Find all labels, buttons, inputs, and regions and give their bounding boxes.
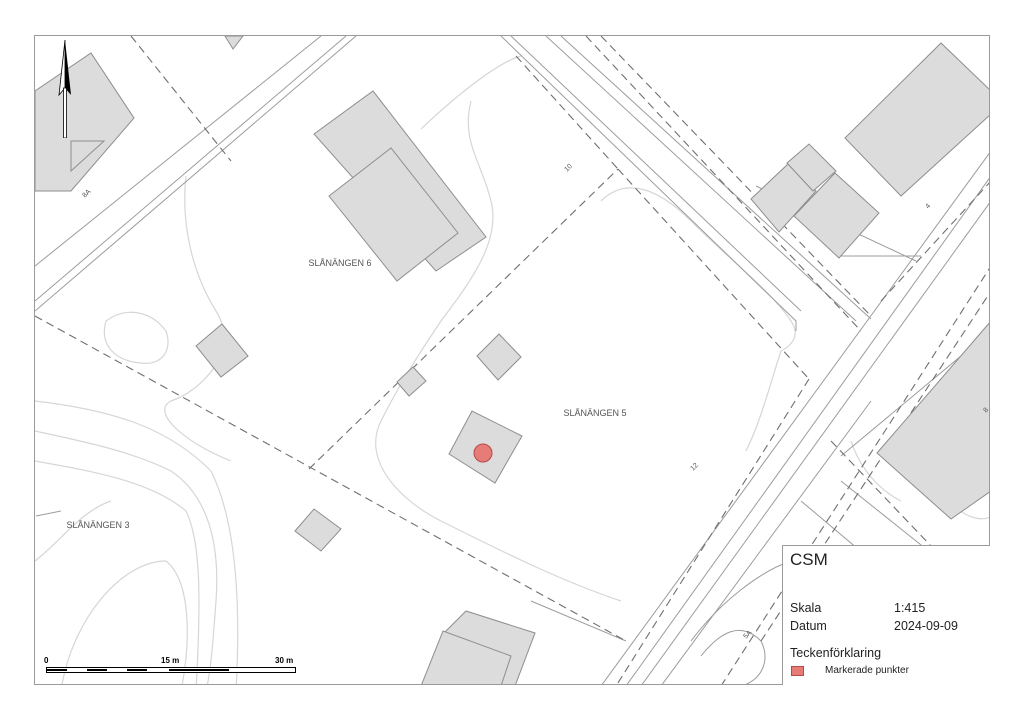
legend-box: CSM Skala 1:415 Datum 2024-09-09 Teckenf…	[782, 545, 990, 685]
legend-title: CSM	[790, 550, 828, 569]
buildings	[35, 36, 989, 684]
north-arrow-icon	[58, 40, 71, 138]
parcel-label-slanangen-6: SLÅNÄNGEN 6	[308, 258, 371, 268]
address-number-4: 4	[924, 203, 932, 211]
address-number-12: 12	[689, 462, 700, 473]
address-number-8: 8	[982, 407, 990, 415]
address-number-8a: 8A	[81, 188, 92, 199]
date-value: 2024-09-09	[894, 619, 958, 633]
scale-bar-label-0: 0	[44, 656, 49, 665]
terrain-lines	[35, 55, 989, 684]
map-frame[interactable]: SLÅNÄNGEN 6 SLÅNÄNGEN 5 SLÅNÄNGEN 3 10 1…	[34, 35, 990, 685]
address-number-10: 10	[563, 163, 574, 174]
scale-value: 1:415	[894, 601, 926, 615]
parcel-label-slanangen-5: SLÅNÄNGEN 5	[563, 408, 626, 418]
parcel-label-slanangen-3: SLÅNÄNGEN 3	[66, 520, 129, 530]
marker-swatch-icon	[791, 666, 804, 676]
scale-bar-label-15m: 15 m	[161, 656, 180, 665]
map-canvas[interactable]: SLÅNÄNGEN 6 SLÅNÄNGEN 5 SLÅNÄNGEN 3 10 1…	[35, 36, 990, 685]
address-number-5a: 5A	[742, 629, 753, 640]
road-lines	[35, 36, 989, 684]
scale-bar: 0 15 m 30 m	[44, 656, 300, 678]
marker-legend-label: Markerade punkter	[825, 665, 909, 676]
scale-bar-label-30m: 30 m	[275, 656, 294, 665]
scale-bar-graphic	[46, 667, 296, 673]
date-label: Datum	[790, 619, 827, 633]
legend-heading: Teckenförklaring	[790, 646, 882, 660]
marker-point[interactable]	[473, 443, 493, 463]
scale-label: Skala	[790, 601, 822, 615]
